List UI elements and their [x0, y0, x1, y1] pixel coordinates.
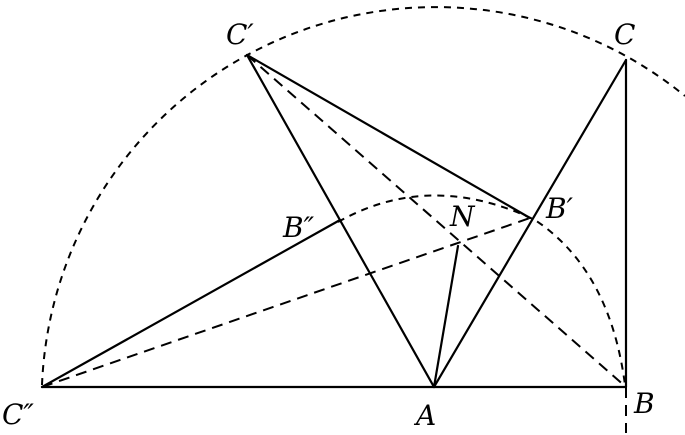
label-a: A — [413, 399, 436, 432]
label-b-prime: B′ — [545, 192, 574, 225]
dashed-c1-b — [246, 54, 627, 388]
segment-c2-b2 — [40, 218, 342, 389]
label-c-double-prime: C″ — [2, 398, 34, 431]
label-b: B — [633, 387, 655, 420]
large-arc — [41, 6, 685, 386]
label-b-double-prime: B″ — [282, 211, 315, 244]
segment-a-c — [432, 58, 628, 389]
segment-a-n — [432, 244, 460, 389]
small-arc — [337, 194, 626, 386]
label-c-prime: C′ — [226, 18, 254, 51]
dashed-c2-b1 — [41, 217, 531, 388]
segment-c1-a — [245, 53, 436, 389]
label-n: N — [449, 200, 476, 233]
label-c: C — [614, 18, 635, 51]
segment-c1-b1 — [245, 53, 532, 220]
